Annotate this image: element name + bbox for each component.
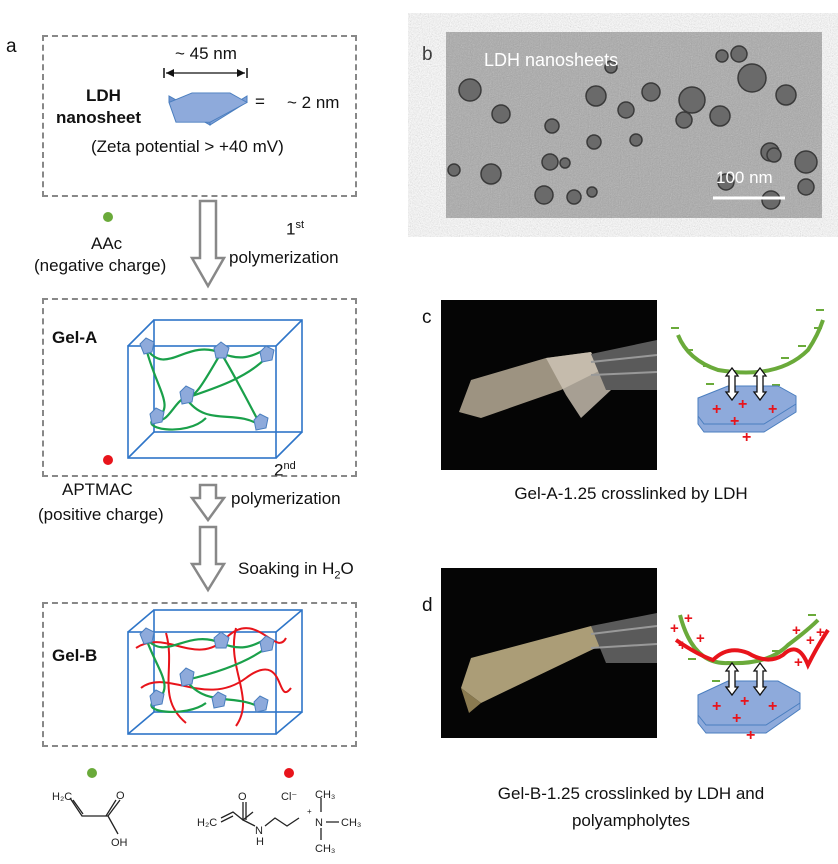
svg-text:+: +: [732, 710, 741, 727]
svg-text:+: +: [746, 727, 755, 744]
soak-prefix: Soaking in H: [238, 559, 335, 578]
panel-label-b: b: [422, 44, 433, 65]
aptmac-nh: N: [255, 825, 263, 837]
step1-sup: st: [295, 219, 305, 231]
svg-text:+: +: [738, 396, 747, 413]
ldh-label: LDH: [86, 86, 121, 105]
gel-b-caption-line2: polyampholytes: [571, 811, 691, 830]
aptmac-h: H: [256, 836, 264, 848]
gel-b-label: Gel-B: [52, 646, 98, 665]
step1-label: polymerization: [229, 248, 339, 267]
svg-text:+: +: [742, 429, 751, 446]
svg-text:+: +: [768, 698, 777, 715]
soak-suffix: O: [340, 559, 354, 578]
gel-a-interaction-diagram: +++++: [671, 309, 825, 446]
ldh-hexagon-icon: [168, 92, 248, 126]
size-label: ~ 45 nm: [175, 44, 237, 63]
aptmac-charge-label: (positive charge): [38, 505, 164, 524]
step1-number: 1st: [286, 219, 304, 240]
down-arrow-icon: [189, 483, 227, 523]
svg-text:+: +: [792, 622, 801, 639]
aptmac-h2c: H₂C: [197, 817, 217, 829]
aac-label: AAc: [91, 234, 123, 253]
step2-label: polymerization: [231, 489, 341, 508]
step2-number: 2nd: [274, 460, 296, 481]
aptmac-n: N: [315, 817, 323, 829]
aptmac-ch3-top: CH₃: [315, 789, 335, 801]
gel-b-network-icon: [127, 609, 303, 735]
aptmac-label: APTMAC: [62, 480, 133, 499]
soaking-label: Soaking in H2O: [238, 559, 354, 581]
aac-structure-icon: H₂C O OH: [52, 790, 128, 849]
gel-b-photo: [441, 568, 658, 738]
svg-text:+: +: [684, 610, 693, 627]
gel-a-box: [42, 298, 357, 477]
green-dot-icon: [87, 768, 97, 778]
aac-charge-label: (negative charge): [34, 256, 167, 275]
size-arrow: [163, 68, 248, 78]
aptmac-cl: Cl⁻: [281, 791, 297, 803]
svg-text:+: +: [712, 401, 721, 418]
svg-text:+: +: [794, 654, 803, 671]
down-arrow-icon: [189, 525, 227, 593]
svg-text:+: +: [730, 413, 739, 430]
gel-a-network-icon: [127, 319, 303, 459]
step2-num: 2: [274, 460, 284, 480]
svg-text:+: +: [670, 620, 679, 637]
aptmac-structure-icon: H₂C O N H Cl⁻ + N CH₃ CH₃ CH₃: [197, 789, 361, 855]
gel-a-label: Gel-A: [52, 328, 98, 347]
thickness-label: ~ 2 nm: [287, 93, 340, 112]
tem-image: [446, 32, 822, 218]
scale-bar-label: 100 nm: [716, 168, 773, 187]
zeta-potential-label: (Zeta potential > +40 mV): [91, 137, 284, 156]
svg-text:+: +: [678, 637, 687, 654]
gel-a-photo: [441, 300, 658, 470]
down-arrow-icon: [189, 199, 227, 289]
aac-o: O: [116, 790, 125, 802]
svg-text:+: +: [712, 698, 721, 715]
green-dot-icon: [103, 212, 113, 222]
gel-b-interaction-diagram: ++++ ++++ +++++: [670, 610, 830, 744]
aac-h2c: H₂C: [52, 791, 72, 803]
svg-text:+: +: [740, 693, 749, 710]
aptmac-ch3-right: CH₃: [341, 817, 361, 829]
aac-oh: OH: [111, 837, 128, 849]
step2-sup: nd: [283, 460, 296, 472]
panel-label-d: d: [422, 595, 433, 616]
panel-label-c: c: [422, 307, 432, 328]
aptmac-plus: +: [307, 807, 312, 816]
svg-text:+: +: [816, 624, 825, 641]
red-dot-icon: [284, 768, 294, 778]
panel-label-a: a: [6, 36, 17, 57]
soak-sub: 2: [334, 569, 341, 582]
gel-b-box: [42, 602, 357, 747]
nanosheet-label: nanosheet: [56, 108, 142, 127]
ldh-nanosheet-box: [42, 35, 357, 197]
red-dot-icon: [103, 455, 113, 465]
gel-a-caption: Gel-A-1.25 crosslinked by LDH: [514, 484, 748, 503]
equals-sign: =: [255, 92, 265, 111]
svg-text:+: +: [696, 630, 705, 647]
svg-text:+: +: [806, 632, 815, 649]
tem-title: LDH nanosheets: [484, 50, 619, 70]
gel-b-caption-line1: Gel-B-1.25 crosslinked by LDH and: [497, 784, 765, 803]
svg-text:+: +: [768, 401, 777, 418]
aptmac-ch3-bottom: CH₃: [315, 843, 335, 855]
aptmac-o: O: [238, 791, 247, 803]
step1-num: 1: [286, 219, 296, 239]
